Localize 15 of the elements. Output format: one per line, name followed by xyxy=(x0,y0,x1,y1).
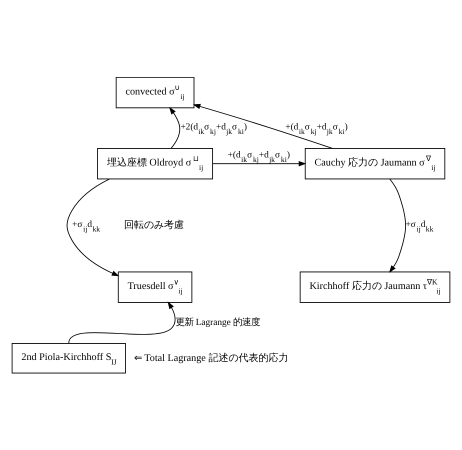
arrow xyxy=(192,104,334,149)
edge-label: +2(d$_{ik}$σ$_{kj}$+d$_{jk}$σ$_{ki}$) xyxy=(180,122,248,136)
arrow xyxy=(68,301,176,344)
arrow xyxy=(212,161,306,166)
node-label: ⇐ Total Lagrange 記述の代表的応力 xyxy=(134,352,288,364)
node-box: 2nd Piola-Kirchhoff S$_{IJ}$ xyxy=(12,343,126,374)
edge-label: 更新 Lagrange 的速度 xyxy=(175,318,260,328)
edge-label: +(d$_{ik}$σ$_{kj}$+d$_{jk}$σ$_{ki}$) xyxy=(228,150,290,164)
edge-label: +(d$_{ik}$σ$_{kj}$+d$_{jk}$σ$_{ki}$) xyxy=(285,122,348,136)
arrow xyxy=(66,178,120,276)
arrow xyxy=(389,178,406,273)
arrow xyxy=(169,106,180,149)
edge-label: +σ$_{ij}$d$_{kk}$ xyxy=(72,220,100,234)
label: 回転のみ考慮 xyxy=(124,220,184,232)
edge-label: +σ$_{ij}$d$_{kk}$ xyxy=(405,220,434,234)
